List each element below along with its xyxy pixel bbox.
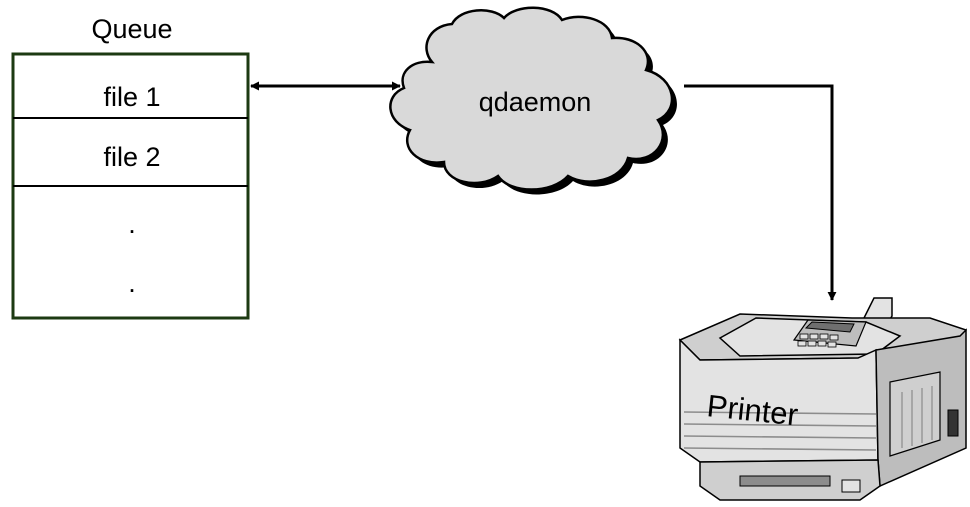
queue-entry: file 1: [103, 82, 160, 112]
printer-vent: [683, 447, 877, 451]
printer-button: [827, 341, 837, 348]
queue-title: Queue: [91, 14, 172, 44]
printer-button: [819, 333, 829, 340]
queue-entry: .: [128, 268, 136, 298]
printer-button: [807, 340, 817, 347]
printer-vent: [683, 435, 877, 439]
printer-vent: [683, 411, 877, 415]
printer-vent: [683, 423, 877, 427]
cloud-shape: [389, 6, 674, 191]
queue-entry: file 2: [103, 142, 160, 172]
qdaemon-cloud: qdaemon: [389, 6, 677, 195]
printer-display: [804, 321, 855, 333]
printer: Printer: [678, 297, 967, 501]
printer-button: [829, 334, 839, 341]
printer-button: [799, 333, 809, 340]
qdaemon-label: qdaemon: [479, 87, 592, 117]
printer-button: [797, 340, 807, 347]
daemon-printer-arrow: [684, 84, 837, 301]
printer-button: [809, 333, 819, 340]
queue: Queue file 1 file 2 . .: [11, 14, 250, 320]
printer-foot: [841, 479, 861, 493]
printer-side-slot: [947, 409, 959, 437]
printer-tray-handle: [739, 475, 831, 487]
printer-button: [817, 340, 827, 347]
queue-entry: .: [128, 209, 136, 239]
